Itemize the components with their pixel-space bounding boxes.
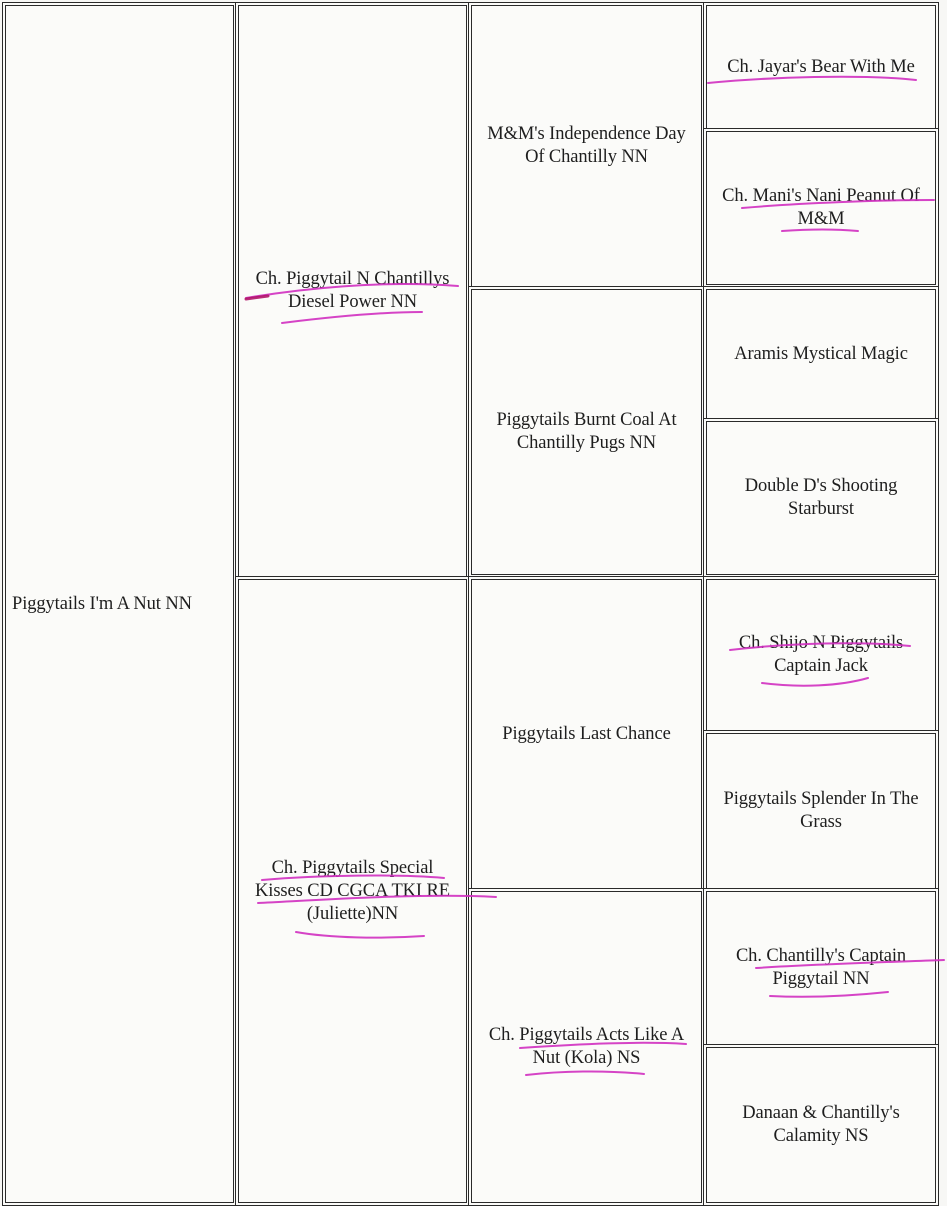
dam-dam-cell: Ch. Piggytails Acts Like A Nut (Kola) NS	[468, 888, 705, 1206]
dam-sire-cell: Piggytails Last Chance	[468, 576, 705, 892]
ggp-name-6: Piggytails Splender In The Grass	[723, 789, 919, 832]
sire-sire-cell: M&M's Independence Day Of Chantilly NN	[468, 2, 705, 290]
ggp-name-8: Danaan & Chantilly's Calamity NS	[742, 1103, 900, 1146]
sire-dam-cell: Piggytails Burnt Coal At Chantilly Pugs …	[468, 286, 705, 578]
ggp-name-2: Ch. Mani's Nani Peanut Of M&M	[722, 186, 920, 229]
dam-cell: Ch. Piggytails Special Kisses CD CGCA TK…	[235, 576, 470, 1206]
ggp-cell-6: Piggytails Splender In The Grass	[703, 730, 939, 892]
ggp-cell-8: Danaan & Chantilly's Calamity NS	[703, 1044, 939, 1206]
ggp-name-3: Aramis Mystical Magic	[734, 343, 908, 364]
ggp-cell-3: Aramis Mystical Magic	[703, 286, 939, 422]
subject-cell: Piggytails I'm A Nut NN	[2, 2, 237, 1206]
sire-cell: Ch. Piggytail N Chantillys Diesel Power …	[235, 2, 470, 580]
dam-sire-name: Piggytails Last Chance	[502, 723, 671, 744]
ggp-name-7: Ch. Chantilly's Captain Piggytail NN	[735, 946, 907, 989]
dam-dam-name: Ch. Piggytails Acts Like A Nut (Kola) NS	[488, 1025, 685, 1068]
sire-sire-name: M&M's Independence Day Of Chantilly NN	[487, 124, 686, 167]
sire-dam-name: Piggytails Burnt Coal At Chantilly Pugs …	[496, 410, 677, 453]
dam-name: Ch. Piggytails Special Kisses CD CGCA TK…	[255, 857, 450, 924]
sire-name: Ch. Piggytail N Chantillys Diesel Power …	[255, 269, 450, 312]
ggp-cell-7: Ch. Chantilly's Captain Piggytail NN	[703, 888, 939, 1048]
ggp-name-4: Double D's Shooting Starburst	[744, 476, 898, 519]
ggp-cell-5: Ch. Shijo N Piggytails Captain Jack	[703, 576, 939, 734]
ggp-cell-1: Ch. Jayar's Bear With Me	[703, 2, 939, 132]
ggp-cell-2: Ch. Mani's Nani Peanut Of M&M	[703, 128, 939, 288]
ggp-cell-4: Double D's Shooting Starburst	[703, 418, 939, 578]
ggp-name-1: Ch. Jayar's Bear With Me	[727, 56, 915, 77]
ggp-name-5: Ch. Shijo N Piggytails Captain Jack	[738, 633, 904, 676]
subject-name: Piggytails I'm A Nut NN	[12, 593, 192, 614]
